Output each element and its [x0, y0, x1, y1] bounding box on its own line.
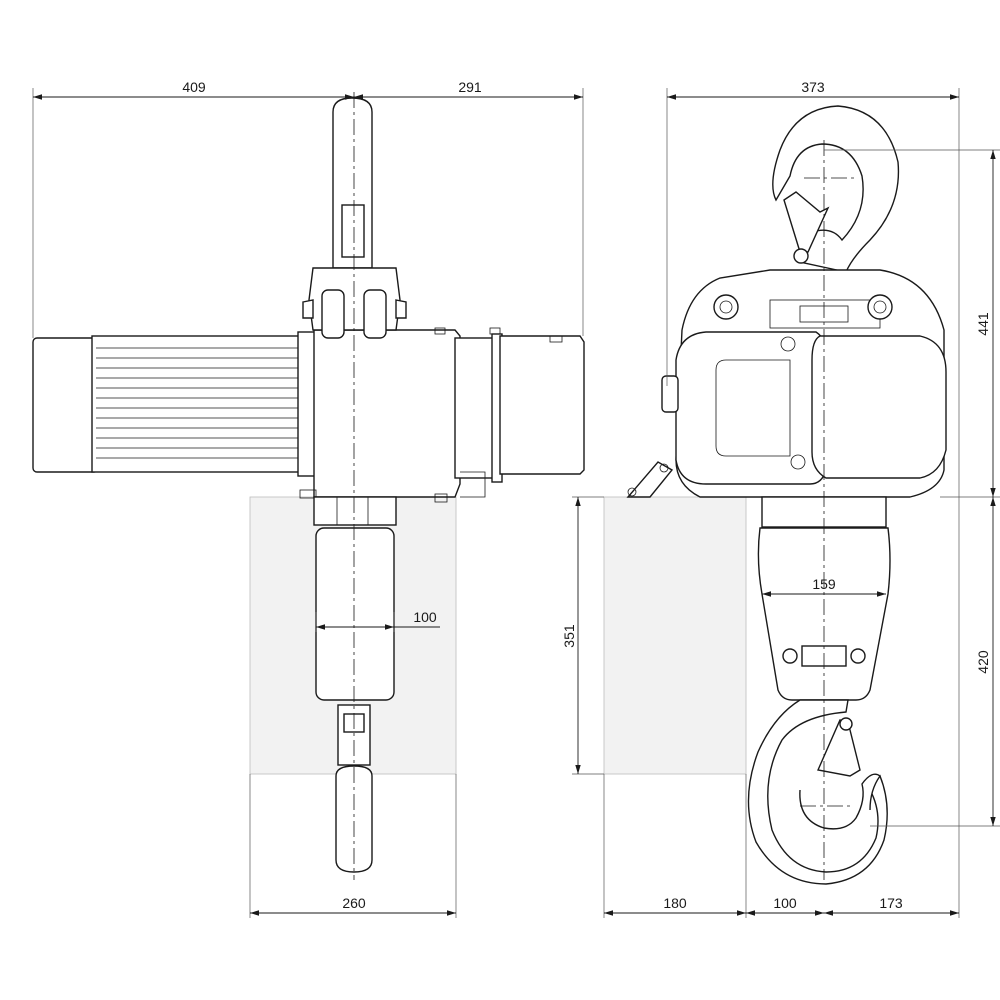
dim-100-front-label: 100	[773, 895, 797, 911]
dim-441-label: 441	[975, 312, 991, 336]
motor	[32, 331, 317, 477]
dim-420-label: 420	[975, 650, 991, 674]
hoist-body-front	[626, 269, 947, 498]
gear-housing	[299, 327, 585, 503]
dim-373-label: 373	[801, 79, 825, 95]
dim-409-label: 409	[182, 79, 206, 95]
side-view: 409 291 100 260	[32, 79, 585, 918]
top-hook-front	[772, 105, 900, 273]
chain-guide-side	[313, 496, 397, 526]
dim-100-side-label: 100	[413, 609, 437, 625]
bottom-hook-front	[747, 699, 888, 885]
dim-291-label: 291	[458, 79, 482, 95]
dim-159-label: 159	[812, 576, 836, 592]
dim-180-label: 180	[663, 895, 687, 911]
lower-block-side	[315, 527, 395, 701]
front-view: 373 441 420 351 159 180 100 173	[561, 79, 1000, 918]
dim-260-label: 260	[342, 895, 366, 911]
dim-351-label: 351	[561, 624, 577, 648]
top-hook-side	[302, 97, 407, 339]
chain-bag-front	[603, 496, 747, 775]
dim-173-label: 173	[879, 895, 903, 911]
